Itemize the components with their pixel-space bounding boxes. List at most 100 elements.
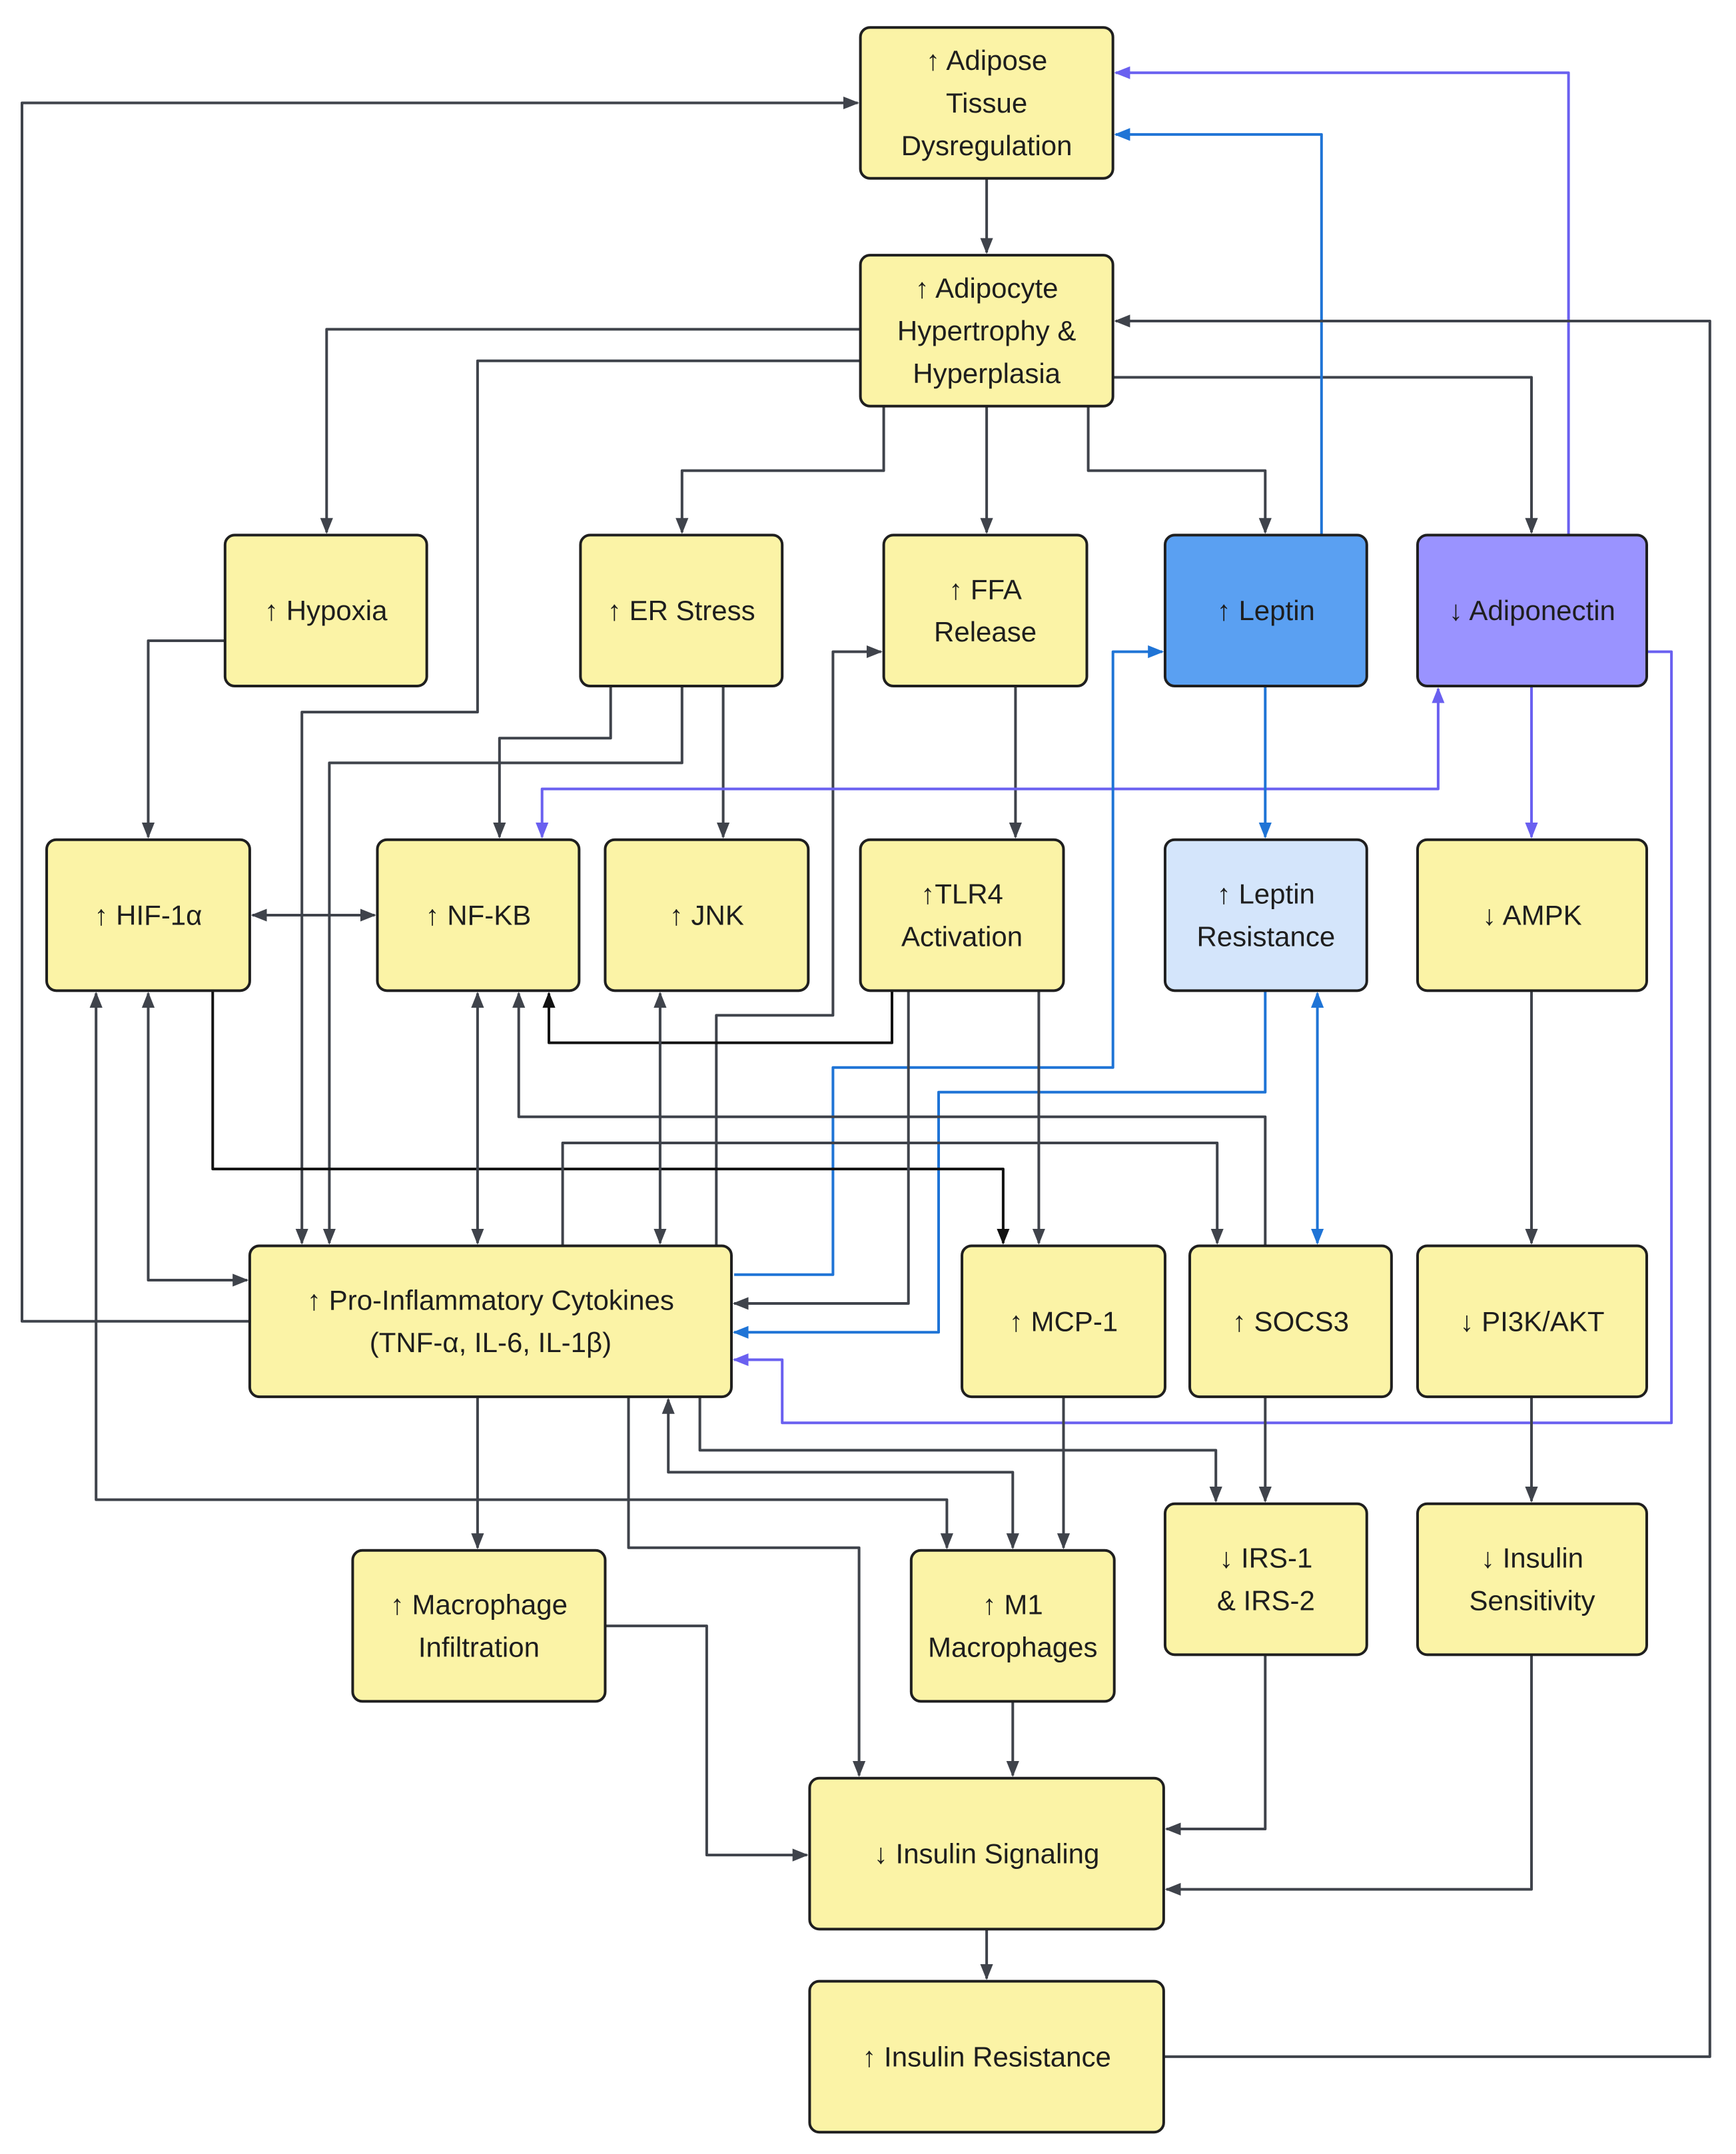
node-jnk: ↑ JNK [604,838,810,992]
node-label-line: ↑TLR4 [921,879,1003,910]
node-label-line: Infiltration [418,1632,540,1663]
edge-er-stress-to-nfkb [493,686,612,839]
node-box [1416,838,1648,992]
node-cytokines: ↑ Pro-Inflammatory Cytokines (TNF-α, IL-6… [248,1244,733,1399]
node-label-line: ↑ Leptin [1217,879,1315,910]
node-label-line: ↓ IRS-1 [1219,1543,1312,1574]
edges-layer [21,66,1711,2058]
edge-socs3-to-nfkb [512,992,1267,1246]
edge-irs-to-insulin-signaling [1164,1654,1267,1836]
node-label-line: ↑ ER Stress [608,595,755,626]
edge-adiponectin-to-nfkb [536,687,1445,839]
node-box [859,838,1065,992]
node-box [223,534,428,688]
edge-adipocyte-hypertrophy-to-cytokines [295,359,861,1245]
node-box [1163,534,1368,688]
edge-cytokines-to-irs [698,1397,1222,1503]
node-box [248,1244,733,1399]
node-box [1163,1502,1368,1656]
node-label-line: Hyperplasia [913,358,1061,389]
node-label-line: (TNF-α, IL-6, IL-1β) [370,1327,612,1358]
node-label-line: ↓ Insulin Signaling [874,1838,1100,1870]
node-label-line: ↑ M1 [983,1589,1043,1620]
node-box [961,1244,1166,1399]
node-box [351,1549,607,1703]
node-label-line: ↑ NF-KB [426,900,532,931]
node-insulin-signaling: ↓ Insulin Signaling [808,1776,1165,1931]
node-box [604,838,810,992]
node-m1-macrophages: ↑ M1 Macrophages [909,1549,1116,1703]
node-label-line: ↑ MCP-1 [1009,1305,1118,1337]
node-pi3k-akt: ↓ PI3K/AKT [1416,1244,1648,1399]
edge-insulin-resistance-to-adipocyte-hypertrophy [1114,314,1711,2058]
node-label-line: Activation [901,920,1023,952]
node-label-line: Resistance [1196,920,1335,952]
node-box [909,1549,1116,1703]
edge-hypoxia-to-hif1a [141,639,225,839]
node-hif1a: ↑ HIF-1α [45,838,251,992]
node-label-line: ↑ Adipocyte [915,272,1059,304]
node-ffa-release: ↑ FFA Release [882,534,1088,688]
edge-tlr4-to-nfkb [542,990,893,1044]
node-label-line: ↑ Macrophage [390,1589,568,1620]
node-label-line: ↑ Leptin [1217,595,1315,626]
node-label-line: ↑ Adipose [926,45,1047,76]
node-label-line: ↑ SOCS3 [1232,1305,1349,1337]
node-box [1416,1244,1648,1399]
node-label-line: Dysregulation [901,130,1073,161]
node-label-line: ↓ Insulin [1481,1543,1583,1574]
node-label-line: Sensitivity [1469,1585,1595,1616]
node-box [808,1776,1165,1931]
node-box [579,534,784,688]
node-nfkb: ↑ NF-KB [376,838,581,992]
node-er-stress: ↑ ER Stress [579,534,784,688]
node-label-line: ↓ PI3K/AKT [1460,1305,1604,1337]
node-label-line: ↑ Hypoxia [264,595,388,626]
node-box [376,838,581,992]
node-label-line: ↓ AMPK [1482,900,1581,931]
edge-insulin-sensitivity-to-insulin-signaling [1164,1654,1533,1896]
edge-leptin-to-adipose-tissue-dysregulation [1114,128,1323,536]
node-label-line: ↑ Insulin Resistance [862,2041,1111,2072]
node-socs3: ↑ SOCS3 [1188,1244,1393,1399]
node-leptin: ↑ Leptin [1163,534,1368,688]
edge-cytokines-to-insulin-signaling [627,1397,866,1777]
node-hypoxia: ↑ Hypoxia [223,534,428,688]
edge-cytokines-to-socs3 [561,1142,1224,1246]
edge-macrophage-infiltration-to-insulin-signaling [605,1624,809,1862]
node-label-line: ↑ JNK [669,900,744,931]
node-label-line: ↓ Adiponectin [1449,595,1615,626]
node-label-line: ↑ Pro-Inflammatory Cytokines [307,1284,674,1315]
node-label-line: ↑ HIF-1α [95,900,203,931]
edge-hif1a-to-cytokines [141,992,249,1287]
node-box [45,838,251,992]
node-label-line: Tissue [946,87,1027,119]
edge-adipocyte-hypertrophy-to-leptin [1086,406,1272,534]
node-label-line: Macrophages [928,1632,1097,1663]
node-insulin-resistance: ↑ Insulin Resistance [808,1979,1165,2134]
node-box [808,1979,1165,2134]
node-box [882,534,1088,688]
edge-cytokines-to-m1-macrophages [661,1397,1019,1550]
node-label-line: ↑ FFA [949,573,1022,605]
node-label-line: Hypertrophy & [897,315,1076,346]
node-box [1416,534,1648,688]
node-label-line: & IRS-2 [1217,1585,1315,1616]
edge-adipocyte-hypertrophy-to-hypoxia [320,328,861,534]
node-box [1188,1244,1393,1399]
node-label-line: Release [934,616,1037,647]
node-box [859,26,1114,180]
edge-adipocyte-hypertrophy-to-adiponectin [1112,376,1538,534]
node-adiponectin: ↓ Adiponectin [1416,534,1648,688]
node-box [1416,1502,1648,1656]
node-box [1163,838,1368,992]
edge-hif1a-to-mcp1 [211,990,1010,1245]
node-ampk: ↓ AMPK [1416,838,1648,992]
